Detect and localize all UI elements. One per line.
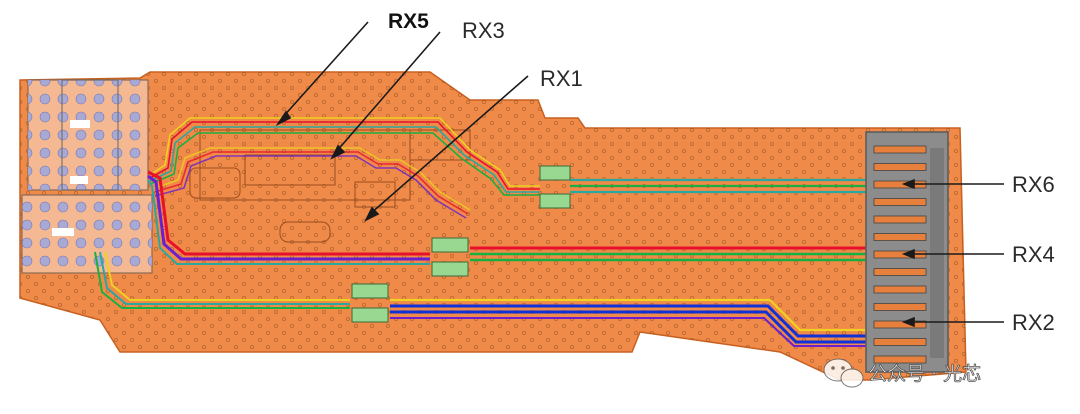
label-rx5: RX5: [388, 10, 429, 33]
board-outlines: [189, 129, 471, 243]
connector-pin: [873, 163, 927, 171]
connector-pin: [873, 320, 927, 329]
wechat-icon: [823, 358, 864, 388]
connector-pin: [873, 145, 927, 154]
connector-pin: [873, 303, 927, 311]
connector-pin: [873, 285, 927, 294]
watermark: 公众号 · 光芯: [823, 358, 982, 388]
connector-pins: [873, 145, 927, 364]
connector-pin: [873, 268, 927, 276]
pointer-lines: [275, 21, 1004, 328]
coupling-capacitors: [351, 165, 571, 323]
connector-pin: [873, 198, 927, 206]
rx2-trace: [94, 251, 870, 347]
connector-pin: [873, 338, 927, 346]
label-rx6: RX6: [1012, 172, 1055, 197]
label-rx4: RX4: [1012, 242, 1055, 267]
upper-trace-bundle: [149, 117, 540, 219]
connector-pin: [873, 215, 927, 224]
connector-pin: [873, 355, 927, 364]
connector-pin: [873, 233, 927, 241]
label-rx1: RX1: [540, 66, 583, 91]
label-rx3: RX3: [462, 18, 505, 43]
label-rx2: RX2: [1012, 310, 1055, 335]
watermark-text: 公众号 · 光芯: [868, 363, 981, 385]
rx6-trace: [570, 178, 870, 194]
rx4-trace: [147, 170, 870, 265]
